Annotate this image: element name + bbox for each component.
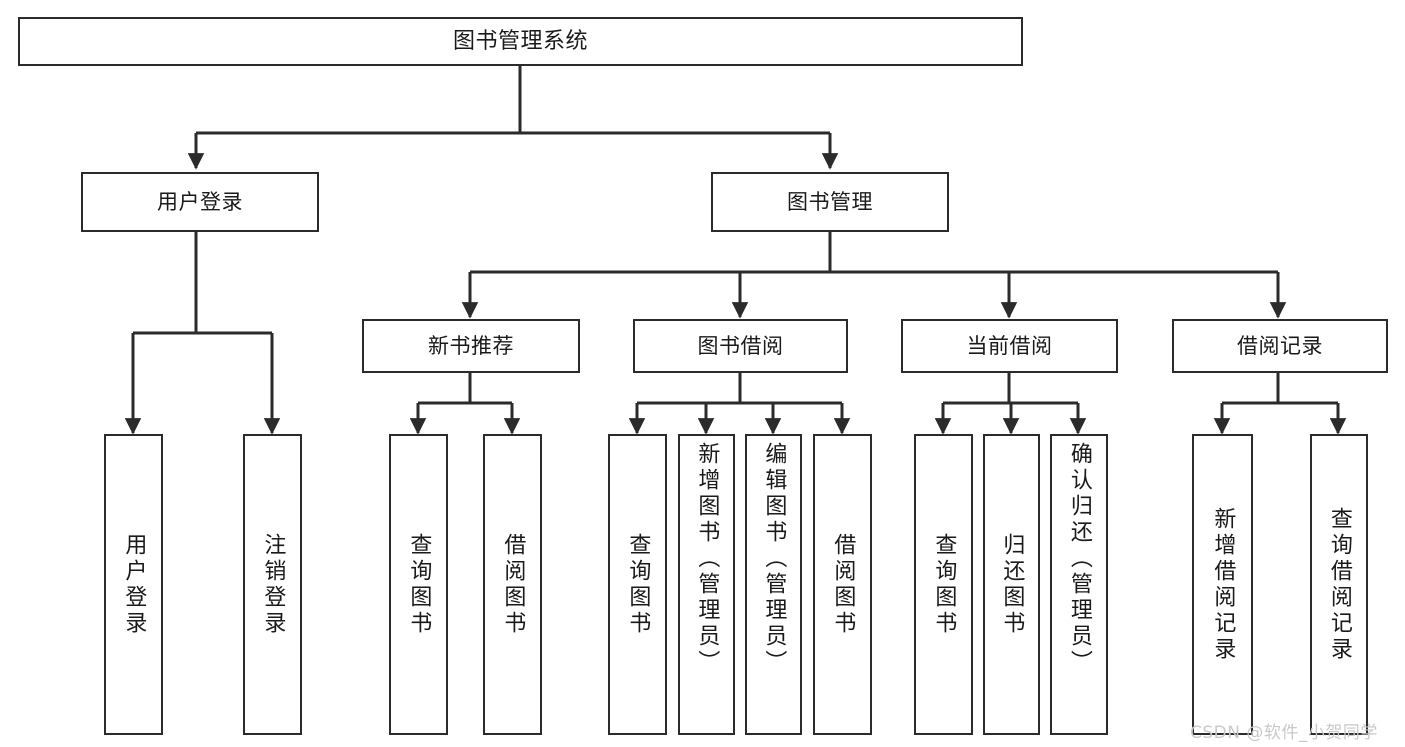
leaf-new-book-query[interactable]: 查询图书 [389,434,448,735]
node-borrow-record[interactable]: 借阅记录 [1172,319,1388,373]
leaf-new-book-borrow[interactable]: 借阅图书 [483,434,542,735]
node-user-login-label: 用户登录 [157,189,243,214]
leaf-book-borrow-edit[interactable]: 编辑图书（管理员） [745,434,802,735]
leaf-label: 新增图书（管理员） [694,442,720,676]
leaf-borrow-record-query[interactable]: 查询借阅记录 [1310,434,1368,735]
leaf-label: 查询借阅记录 [1326,506,1352,663]
leaf-label: 注销登录 [260,532,286,637]
node-current-borrow-label: 当前借阅 [966,333,1053,358]
node-current-borrow[interactable]: 当前借阅 [901,319,1118,373]
leaf-book-borrow-borrow[interactable]: 借阅图书 [813,434,872,735]
leaf-current-borrow-confirm-return[interactable]: 确认归还（管理员） [1050,434,1108,735]
node-root[interactable]: 图书管理系统 [18,17,1023,66]
leaf-label: 编辑图书（管理员） [761,442,787,676]
leaf-book-borrow-query[interactable]: 查询图书 [608,434,667,735]
node-new-book-recommend[interactable]: 新书推荐 [362,319,580,373]
leaf-user-login-logout[interactable]: 注销登录 [243,434,302,735]
node-book-borrow[interactable]: 图书借阅 [633,319,848,373]
node-root-label: 图书管理系统 [452,28,588,54]
leaf-current-borrow-query[interactable]: 查询图书 [914,434,973,735]
node-book-management-label: 图书管理 [787,189,873,214]
node-borrow-record-label: 借阅记录 [1237,333,1323,358]
leaf-label: 确认归还（管理员） [1066,442,1092,676]
leaf-label: 归还图书 [999,532,1025,637]
node-new-book-recommend-label: 新书推荐 [428,333,514,358]
watermark: CSDN @软件_小贺同学 [1190,723,1378,743]
leaf-book-borrow-add[interactable]: 新增图书（管理员） [678,434,735,735]
leaf-current-borrow-return[interactable]: 归还图书 [983,434,1040,735]
leaf-borrow-record-add[interactable]: 新增借阅记录 [1192,434,1253,735]
leaf-label: 查询图书 [625,532,651,637]
leaf-user-login-login[interactable]: 用户登录 [104,434,163,735]
leaf-label: 借阅图书 [500,532,526,637]
node-book-borrow-label: 图书借阅 [697,333,784,358]
node-book-management[interactable]: 图书管理 [711,172,949,232]
leaf-label: 查询图书 [406,532,432,637]
leaf-label: 借阅图书 [830,532,856,637]
leaf-label: 用户登录 [121,532,147,637]
node-user-login[interactable]: 用户登录 [81,172,319,232]
leaf-label: 新增借阅记录 [1210,506,1236,663]
leaf-label: 查询图书 [931,532,957,637]
